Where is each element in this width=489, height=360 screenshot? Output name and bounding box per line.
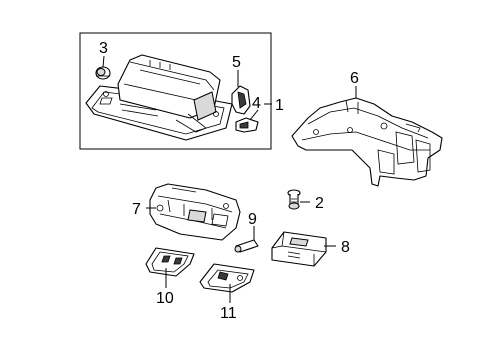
leader-4 xyxy=(249,109,259,121)
callout-8: 8 xyxy=(341,239,350,256)
callout-6: 6 xyxy=(350,70,359,87)
lens-frame-drawing xyxy=(199,263,255,293)
bulb-drawing xyxy=(234,239,259,253)
lens-clip-drawing xyxy=(231,85,251,115)
callout-9: 9 xyxy=(248,211,257,228)
roof-bracket-drawing xyxy=(291,97,443,187)
control-module-drawing xyxy=(271,231,327,267)
assembly-group-box xyxy=(79,32,272,150)
callout-5: 5 xyxy=(232,54,241,71)
callout-3: 3 xyxy=(99,40,108,57)
callout-2: 2 xyxy=(315,195,324,212)
callout-10: 10 xyxy=(156,290,174,307)
lens-cover-drawing xyxy=(145,247,195,277)
callout-7: 7 xyxy=(132,201,141,218)
retainer-clip-drawing xyxy=(235,117,259,133)
callout-1: 1 xyxy=(275,97,284,114)
callout-4: 4 xyxy=(252,95,261,112)
screw-drawing xyxy=(287,189,301,210)
console-housing-drawing xyxy=(85,54,233,141)
leader-3 xyxy=(102,55,105,68)
bulb-socket-drawing xyxy=(95,66,111,80)
map-lamp-housing-drawing xyxy=(149,183,241,241)
callout-11: 11 xyxy=(220,305,237,322)
